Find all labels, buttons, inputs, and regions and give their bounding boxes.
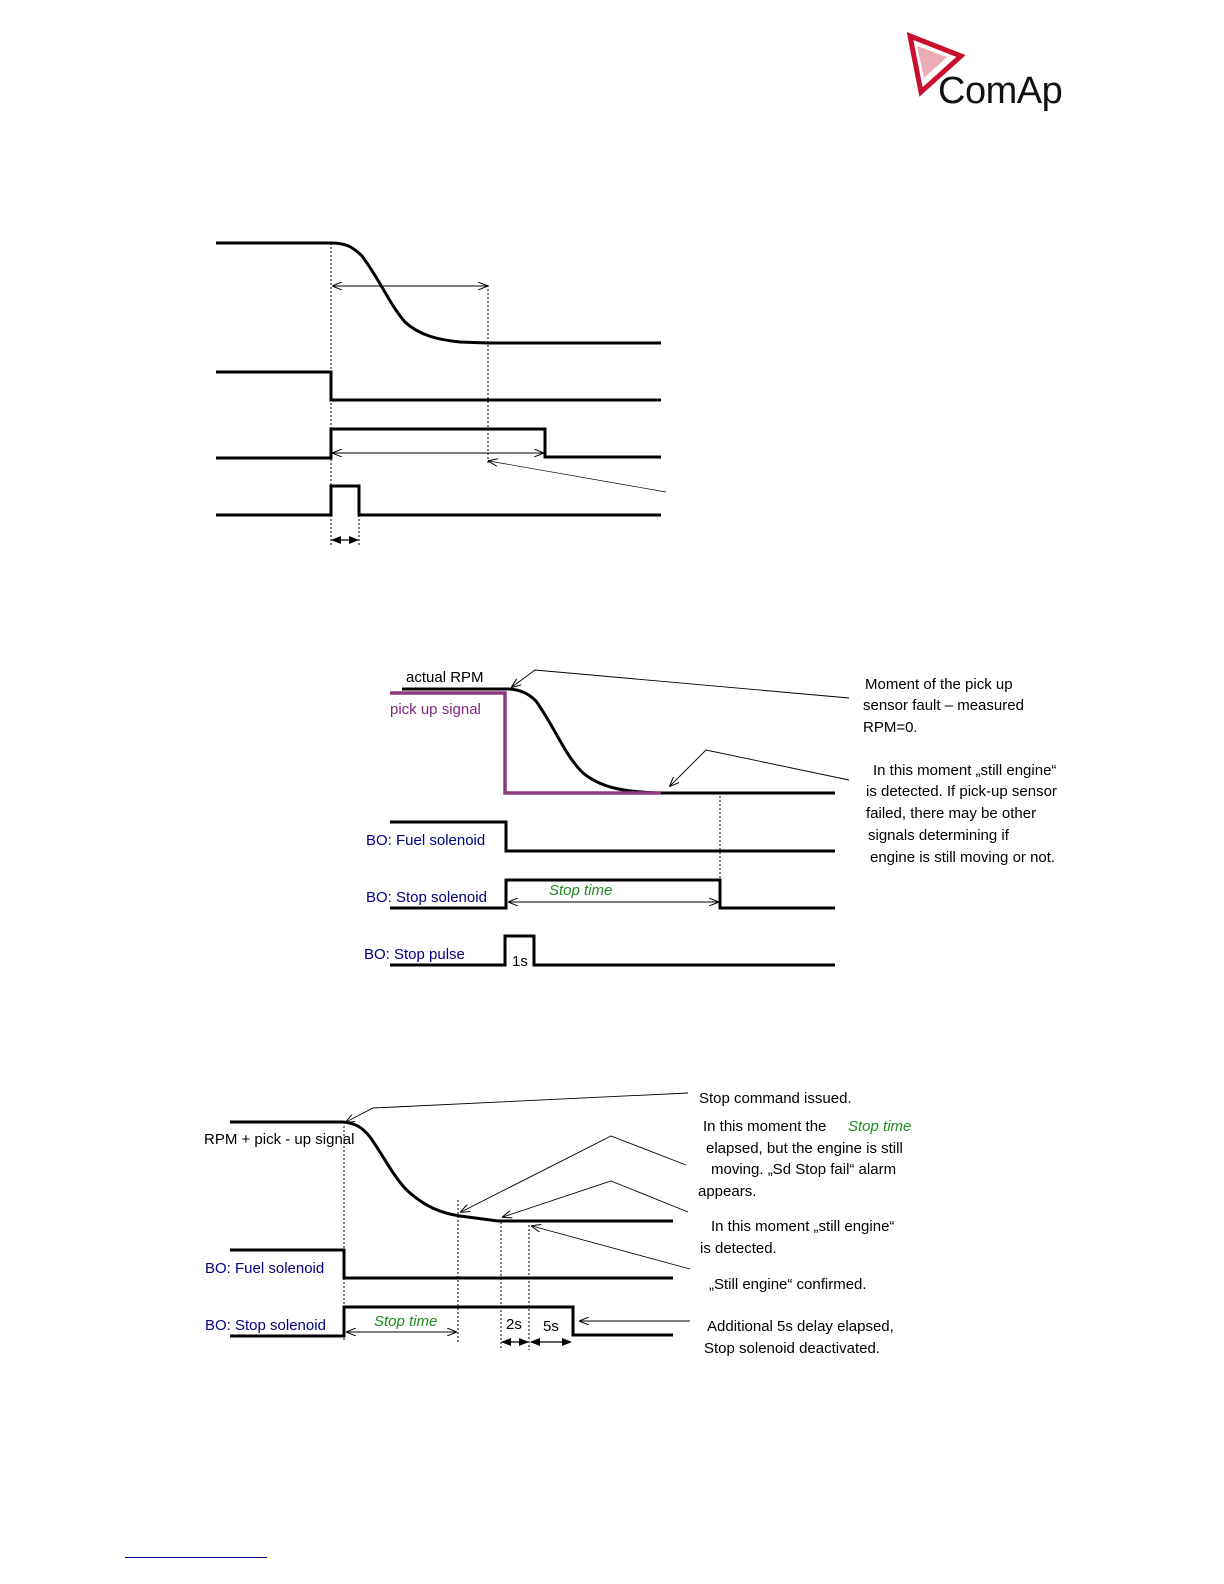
d3-note-still-line-1: In this moment „still engine“ bbox=[711, 1218, 895, 1235]
d2-note-2-line-2: is detected. If pick-up sensor bbox=[866, 783, 1057, 800]
d3-callout-stop-cmd bbox=[346, 1092, 689, 1122]
d3-note-elapsed-line-4: appears. bbox=[698, 1183, 757, 1200]
d2-note-1-line-1: Moment of the pick up bbox=[865, 676, 1013, 693]
d2-note-1-line-3: RPM=0. bbox=[863, 719, 918, 736]
logo-text: ComAp bbox=[938, 70, 1063, 112]
d3-rpm-pickup-label: RPM + pick - up signal bbox=[204, 1131, 355, 1148]
d2-bo-fuel-label: BO: Fuel solenoid bbox=[366, 832, 486, 849]
d1-rpm-trace bbox=[216, 241, 661, 345]
d2-note-2-line-4: signals determining if bbox=[868, 827, 1009, 844]
d2-bo-stop-pulse-label: BO: Stop pulse bbox=[364, 946, 465, 963]
d3-five-second-label: 5s bbox=[543, 1318, 559, 1335]
d3-note-still-line-2: is detected. bbox=[700, 1240, 777, 1257]
d2-note-2-line-5: engine is still moving or not. bbox=[870, 849, 1056, 866]
d2-rpm-trace bbox=[402, 687, 835, 795]
d2-note-2-line-1: In this moment „still engine“ bbox=[873, 762, 1057, 779]
d2-note-2-line-3: failed, there may be other bbox=[866, 805, 1037, 822]
d2-callout-2 bbox=[670, 749, 850, 786]
d3-note-elapsed-line-2: elapsed, but the engine is still bbox=[706, 1140, 903, 1157]
d2-fuel-solenoid-trace bbox=[390, 820, 835, 853]
d1-fuel-solenoid-trace bbox=[216, 370, 661, 402]
d3-stop-time-label: Stop time bbox=[374, 1313, 438, 1330]
d3-note-confirmed: „Still engine“ confirmed. bbox=[709, 1276, 867, 1293]
d2-bo-stop-solenoid-label: BO: Stop solenoid bbox=[366, 889, 487, 906]
d2-stop-pulse-trace bbox=[390, 934, 835, 967]
d3-rpm-trace bbox=[230, 1120, 673, 1223]
d3-note-elapsed-line-3: moving. „Sd Stop fail“ alarm bbox=[711, 1161, 897, 1178]
d2-pickup-trace bbox=[390, 691, 661, 795]
d2-callout-1 bbox=[512, 669, 850, 699]
d3-note-elapsed-stop-time: Stop time bbox=[848, 1118, 912, 1135]
d3-callout-still bbox=[503, 1180, 689, 1217]
d3-stop-solenoid-trace bbox=[230, 1305, 673, 1338]
d3-callout-confirmed bbox=[532, 1226, 691, 1270]
d3-callout-elapsed bbox=[461, 1135, 687, 1212]
d3-note-additional-line-1: Additional 5s delay elapsed, bbox=[707, 1318, 894, 1335]
d2-stop-solenoid-trace bbox=[390, 878, 835, 910]
comap-logo-icon bbox=[906, 32, 965, 97]
d3-note-elapsed-prefix: In this moment the bbox=[703, 1118, 827, 1135]
d3-note-stop-command: Stop command issued. bbox=[699, 1090, 852, 1107]
d3-note-additional-line-2: Stop solenoid deactivated. bbox=[704, 1340, 880, 1357]
footer-rule bbox=[125, 1557, 267, 1558]
d3-two-second-label: 2s bbox=[506, 1316, 522, 1333]
d3-bo-fuel-label: BO: Fuel solenoid bbox=[205, 1260, 325, 1277]
d2-pickup-label: pick up signal bbox=[390, 701, 481, 718]
d1-stop-pulse-trace bbox=[216, 484, 661, 517]
d2-actual-rpm-label: actual RPM bbox=[406, 669, 484, 686]
d1-stop-solenoid-trace bbox=[216, 427, 661, 460]
d1-callout bbox=[489, 461, 667, 493]
d3-bo-stop-solenoid-label: BO: Stop solenoid bbox=[205, 1317, 326, 1334]
d2-note-1-line-2: sensor fault – measured bbox=[863, 697, 1024, 714]
d2-stop-time-label: Stop time bbox=[549, 882, 613, 899]
d2-one-second-label: 1s bbox=[512, 953, 528, 970]
